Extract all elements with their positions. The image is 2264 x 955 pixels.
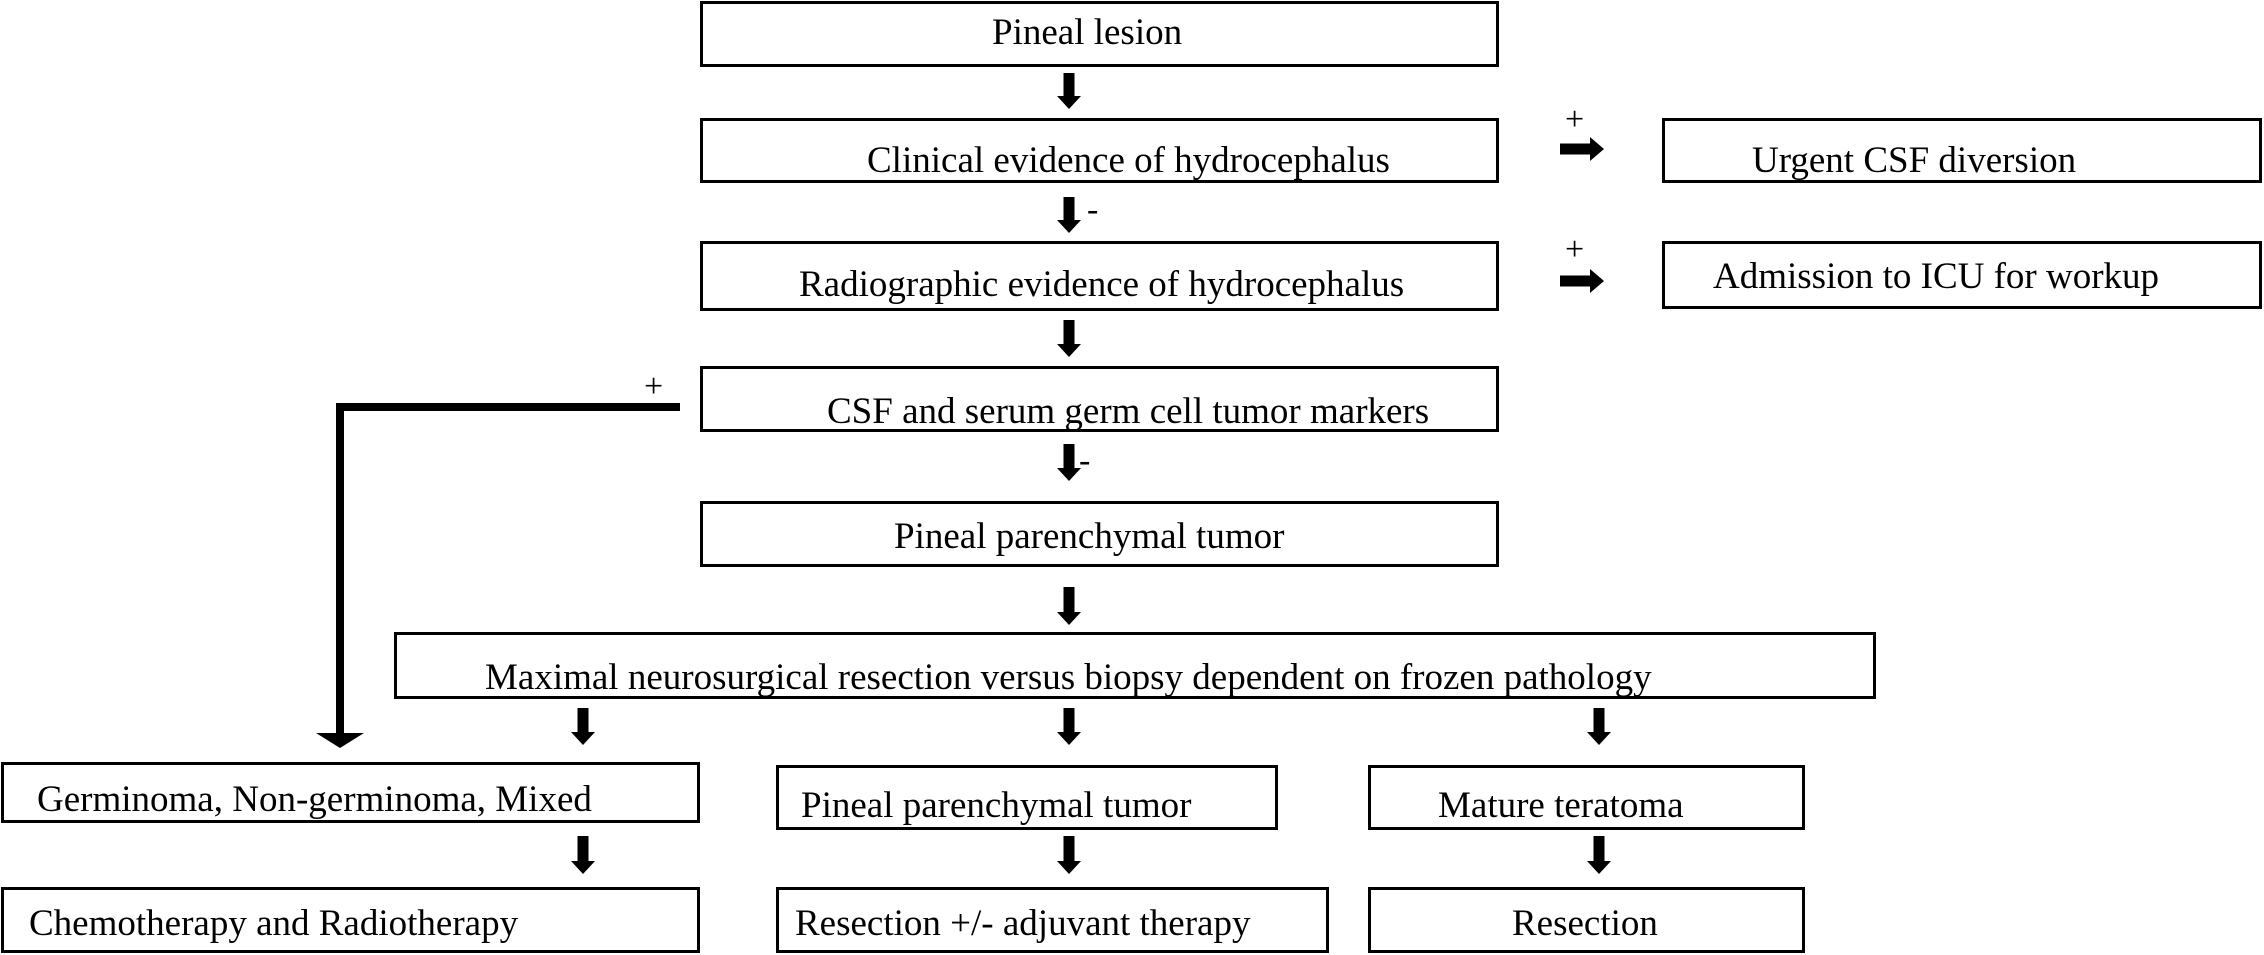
pineal-lesion-label: Pineal lesion [992,12,1183,53]
urgent-csf-diversion-label: Urgent CSF diversion [1752,140,2077,181]
clinical-hydrocephalus-box: Clinical evidence of hydrocephalus [700,118,1499,183]
radiographic-hydrocephalus-box: Radiographic evidence of hydrocephalus [700,241,1499,311]
clinical-positive-sign: + [1565,101,1585,138]
pineal-parenchymal-tumor-result-label: Pineal parenchymal tumor [801,785,1192,826]
arrow-resection-to-parenchymal-result [1057,708,1081,745]
resection-adjuvant-label: Resection +/- adjuvant therapy [795,903,1251,944]
radiographic-hydrocephalus-label: Radiographic evidence of hydrocephalus [799,264,1405,305]
resection-adjuvant-box: Resection +/- adjuvant therapy [776,887,1329,953]
arrow-teratoma-to-resection [1587,836,1611,874]
arrow-radiographic-to-markers [1057,320,1081,357]
arrow-germ-cell-to-chemo [571,836,595,874]
maximal-resection-label: Maximal neurosurgical resection versus b… [485,657,1652,698]
chemo-radiotherapy-label: Chemotherapy and Radiotherapy [29,903,519,944]
pineal-lesion-box: Pineal lesion [700,1,1499,67]
arrow-clinical-to-radiographic [1057,197,1081,233]
arrow-radiographic-to-icu [1560,269,1604,293]
pineal-parenchymal-tumor-label: Pineal parenchymal tumor [894,516,1285,557]
arrow-parenchymal-to-resection [1057,587,1081,625]
arrow-clinical-to-csf-diversion [1560,137,1604,161]
radiographic-positive-sign: + [1565,231,1585,268]
arrow-markers-to-parenchymal [1057,444,1081,481]
mature-teratoma-label: Mature teratoma [1438,785,1684,826]
arrow-resection-to-teratoma [1587,708,1611,745]
resection-label: Resection [1512,903,1658,944]
pineal-parenchymal-tumor-result-box: Pineal parenchymal tumor [776,765,1278,830]
urgent-csf-diversion-box: Urgent CSF diversion [1662,118,2262,183]
tumor-markers-box: CSF and serum germ cell tumor markers [700,366,1499,432]
chemo-radiotherapy-box: Chemotherapy and Radiotherapy [1,887,700,953]
clinical-hydrocephalus-label: Clinical evidence of hydrocephalus [867,140,1390,181]
tumor-markers-label: CSF and serum germ cell tumor markers [827,391,1430,432]
icu-admission-label: Admission to ICU for workup [1713,256,2160,297]
mature-teratoma-box: Mature teratoma [1368,765,1805,830]
arrow-lesion-to-clinical [1057,73,1081,109]
markers-positive-sign: + [644,368,664,405]
markers-positive-connector [336,403,680,735]
icu-admission-box: Admission to ICU for workup [1662,241,2262,309]
arrow-resection-to-germ-cell [571,708,595,745]
maximal-resection-box: Maximal neurosurgical resection versus b… [394,632,1876,699]
arrow-parenchymal-result-to-adjuvant [1057,836,1081,874]
germ-cell-types-label: Germinoma, Non-germinoma, Mixed [37,779,592,820]
markers-negative-sign: - [1079,442,1091,479]
clinical-negative-sign: - [1087,191,1099,228]
germ-cell-types-box: Germinoma, Non-germinoma, Mixed [1,762,700,823]
resection-box: Resection [1368,887,1805,953]
pineal-parenchymal-tumor-box: Pineal parenchymal tumor [700,501,1499,567]
markers-positive-arrowhead [316,733,364,748]
